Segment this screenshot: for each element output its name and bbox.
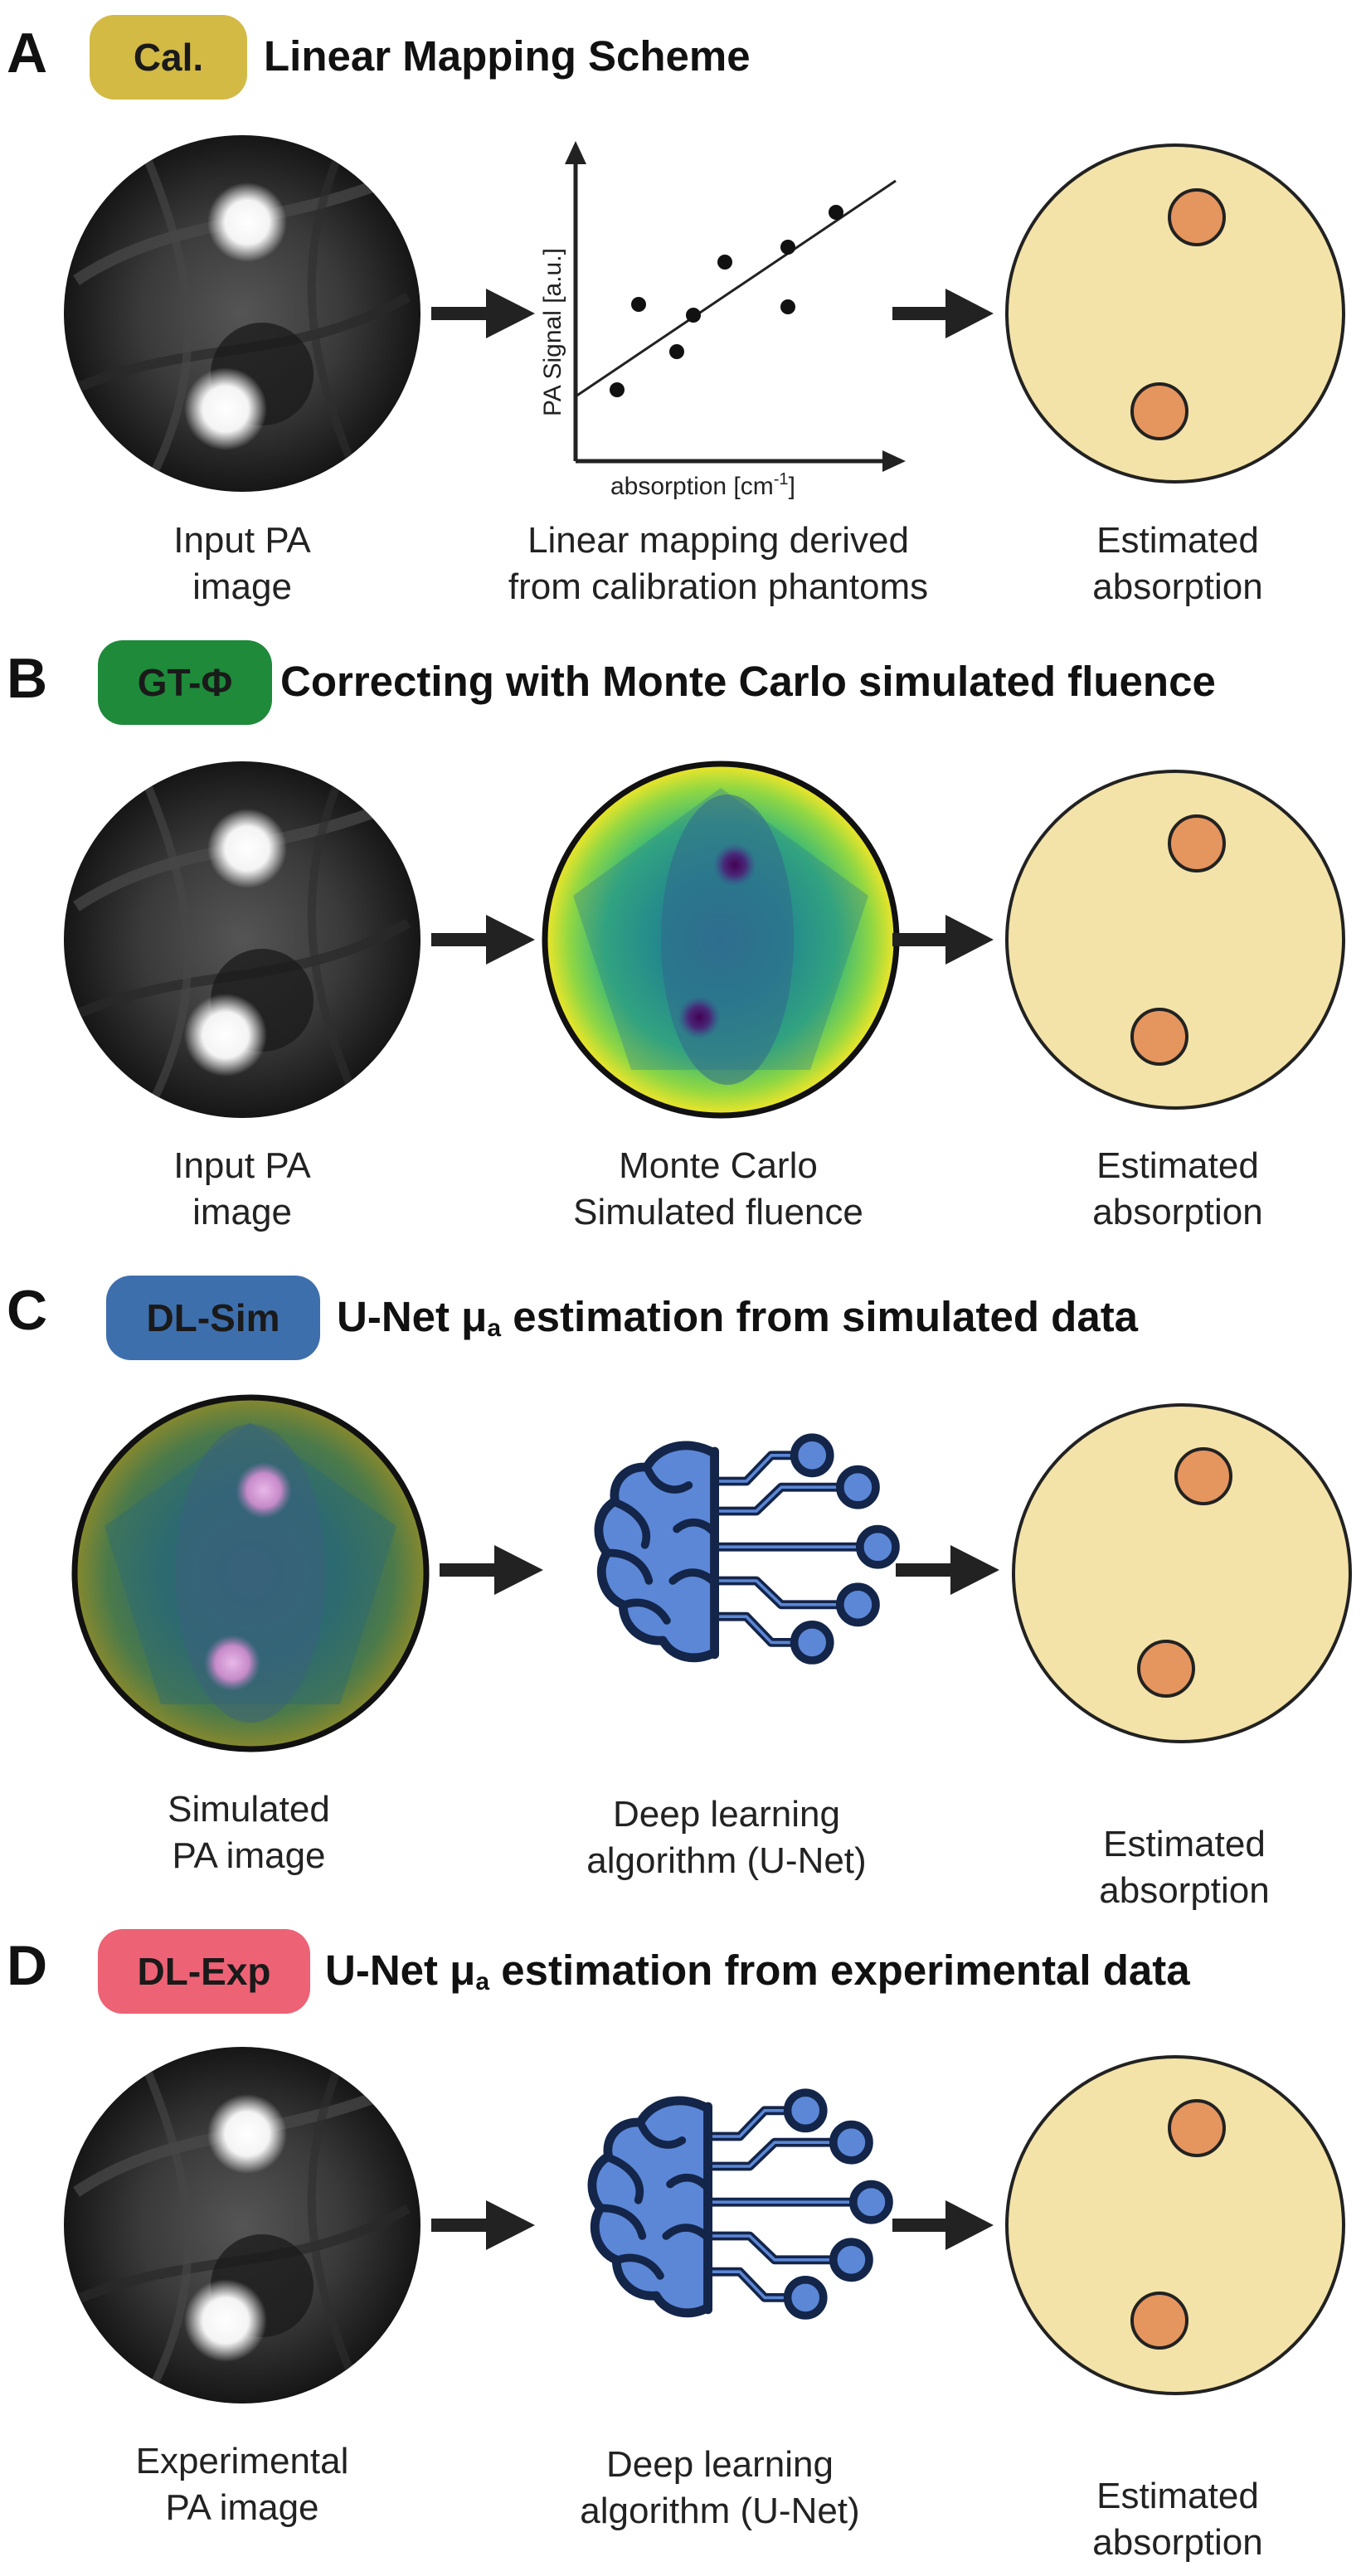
panel-letter-a: A [7, 22, 48, 85]
arrowhead-c2 [950, 1545, 999, 1595]
arrowhead-b2 [945, 915, 994, 965]
estimated-absorption-d [1005, 2055, 1345, 2395]
badge-cal: Cal. [90, 15, 247, 100]
monte-carlo-fluence [542, 761, 900, 1119]
calibration-plot: PA Signal [a.u.] absorption [cm-1] [539, 141, 906, 500]
arrowhead-d2 [945, 2200, 994, 2250]
simulated-pa-image [71, 1394, 430, 1752]
estimated-absorption-b [1005, 770, 1345, 1110]
arrowhead-c1 [494, 1545, 543, 1595]
input-pa-image-a [60, 131, 425, 496]
experimental-pa-image [60, 2043, 425, 2408]
plot-xlabel: absorption [cm-1] [610, 470, 795, 500]
badge-dl-sim: DL-Sim [106, 1276, 320, 1360]
plot-ylabel: PA Signal [a.u.] [539, 248, 566, 416]
arrowhead-a2 [945, 289, 994, 338]
estimated-absorption-a [1005, 143, 1345, 484]
brain-circuit-icon-d [592, 2092, 889, 2316]
panel-title-a: Linear Mapping Scheme [264, 32, 751, 80]
brain-circuit-icon-c [599, 1437, 896, 1660]
panel-letter-c: C [7, 1279, 48, 1342]
badge-dl-exp: DL-Exp [98, 1929, 310, 2014]
panel-title-b: Correcting with Monte Carlo simulated fl… [280, 658, 1216, 705]
estimated-absorption-c [1012, 1403, 1352, 1743]
arrowhead-a1 [486, 289, 535, 338]
badge-gt-phi: GT-Φ [98, 640, 272, 725]
panel-title-c: U-Net μa estimation from simulated data [337, 1293, 1139, 1342]
panel-title-d: U-Net μa estimation from experimental da… [325, 1947, 1190, 1995]
arrowhead-b1 [486, 915, 535, 965]
arrowhead-d1 [486, 2200, 535, 2250]
panel-letter-d: D [7, 1934, 48, 1997]
panel-letter-b: B [7, 647, 48, 710]
input-pa-image-b [60, 757, 425, 1122]
